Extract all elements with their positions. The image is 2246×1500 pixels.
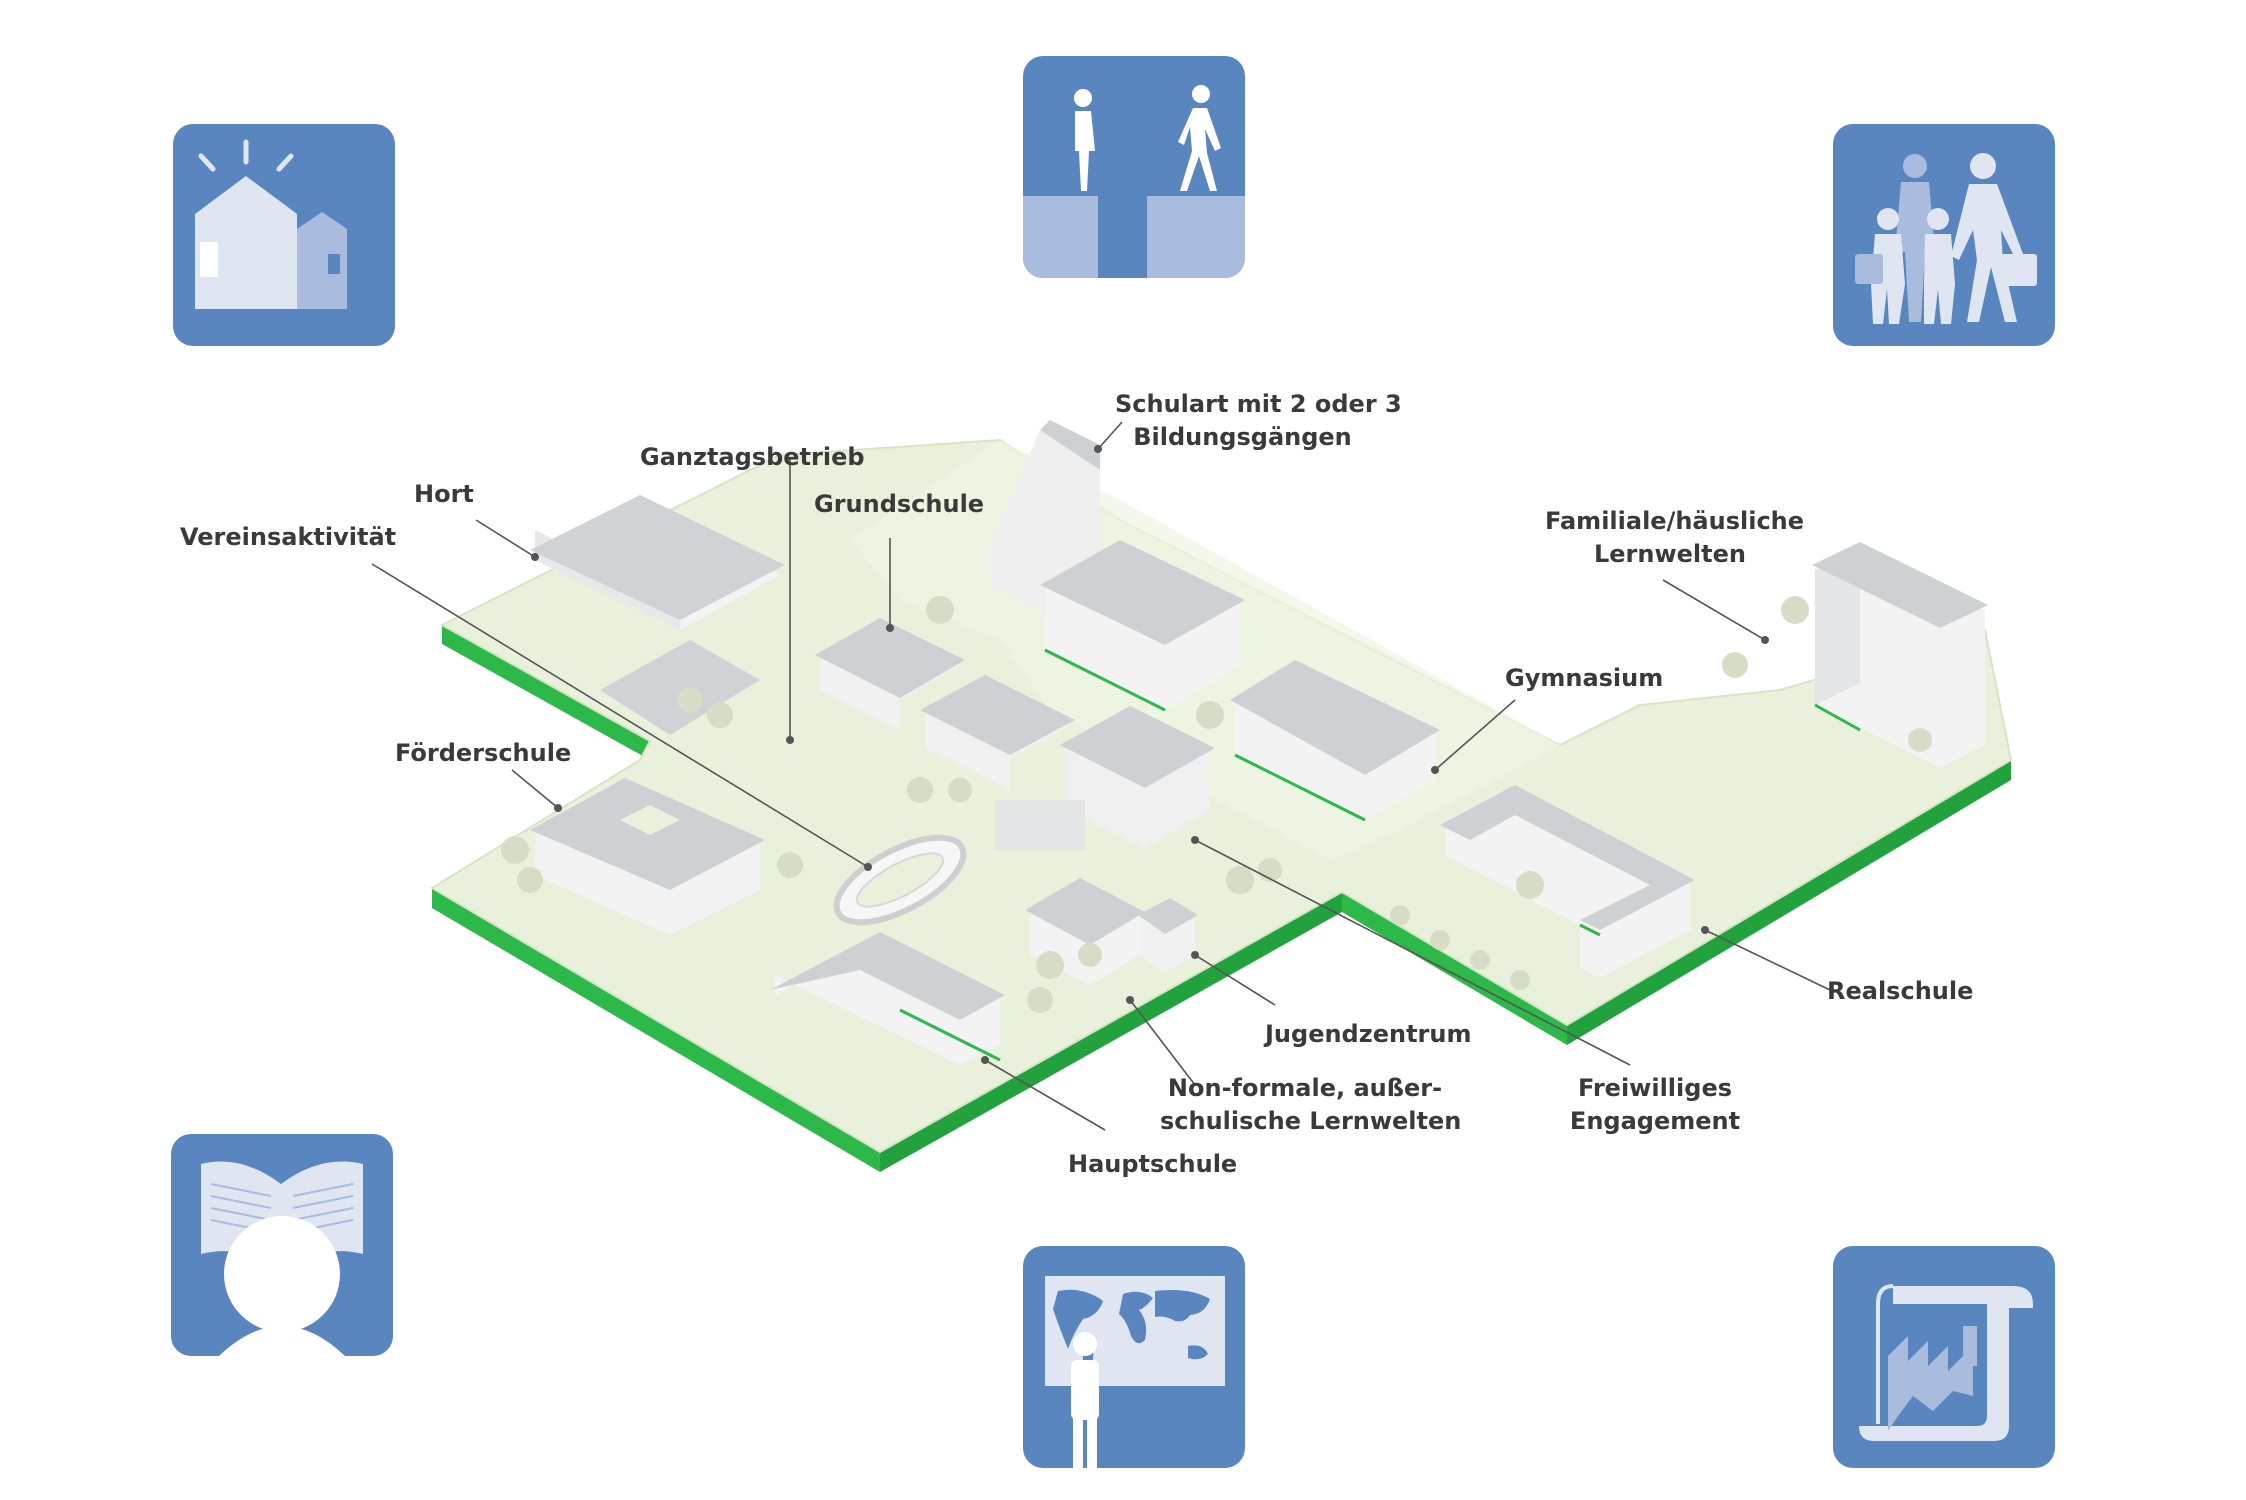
label-freiwillig: Freiwilliges Engagement <box>1545 1072 1765 1138</box>
label-ganztagsbetrieb: Ganztagsbetrieb <box>640 443 865 471</box>
building-realschule <box>1440 785 1695 978</box>
building-gymnasium <box>1230 660 1440 822</box>
label-schulart-line2: Bildungsgängen <box>1133 423 1352 451</box>
label-freiwillig-line2: Engagement <box>1569 1107 1741 1135</box>
houses-icon <box>173 124 395 346</box>
label-schulart-line1: Schulart mit 2 oder 3 <box>1115 390 1402 418</box>
label-freiwillig-line1: Freiwilliges <box>1577 1074 1733 1102</box>
label-familiale-line2: Lernwelten <box>1593 540 1746 568</box>
building-foerderschule <box>530 778 765 935</box>
family-travel-icon <box>1833 124 2055 346</box>
factory-document-icon <box>1833 1246 2055 1468</box>
label-schulart: Schulart mit 2 oder 3 Bildungsgängen <box>1115 388 1402 454</box>
transition-gap-icon <box>1023 56 1245 278</box>
building-hort <box>530 495 785 630</box>
label-familiale-line1: Familiale/häusliche <box>1545 507 1805 535</box>
world-map-teacher-icon <box>1023 1246 1245 1468</box>
reading-book-icon <box>171 1134 393 1356</box>
leader-dots <box>531 445 1769 1064</box>
label-nonformal-line1: Non-formale, außer- <box>1167 1074 1443 1102</box>
label-nonformal-line2: schulische Lernwelten <box>1160 1107 1462 1135</box>
label-familiale: Familiale/häusliche Lernwelten <box>1545 505 1805 571</box>
label-nonformal: Non-formale, außer- schulische Lernwelte… <box>1160 1072 1462 1138</box>
building-center <box>995 706 1215 850</box>
running-track <box>833 834 967 926</box>
label-grundschule: Grundschule <box>814 490 985 518</box>
building-grundschule <box>815 618 1075 790</box>
building-schulart <box>990 420 1245 712</box>
building-familiale <box>1812 542 1988 768</box>
label-foerderschule: Förderschule <box>395 739 572 767</box>
label-hort: Hort <box>414 480 474 508</box>
label-jugendzentrum: Jugendzentrum <box>1265 1020 1472 1048</box>
label-realschule: Realschule <box>1827 977 1974 1005</box>
label-vereinsaktivitaet: Vereinsaktivität <box>180 523 397 551</box>
label-hauptschule: Hauptschule <box>1068 1150 1238 1178</box>
building-hauptschule <box>770 932 1005 1065</box>
trees <box>501 596 1932 1013</box>
label-gymnasium: Gymnasium <box>1505 664 1664 692</box>
ground-edge <box>432 625 2011 1172</box>
leader-lines <box>371 421 1831 1131</box>
